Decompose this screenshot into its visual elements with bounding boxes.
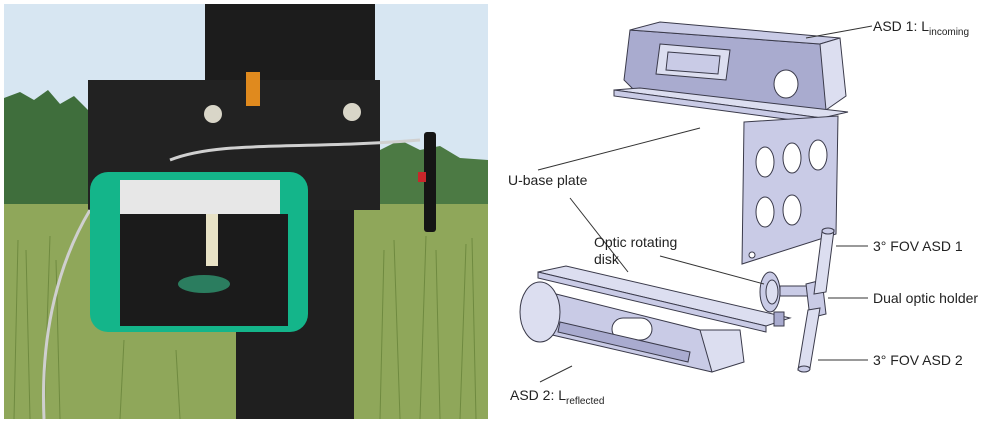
leader-optic-disk xyxy=(659,255,765,285)
asd1-housing xyxy=(623,21,847,111)
photo-case-top-panel xyxy=(120,180,280,214)
label-optic-disk-2: disk xyxy=(594,251,620,267)
photo-case-pouch xyxy=(120,214,288,326)
label-asd2: ASD 2: Lreflected xyxy=(510,387,604,407)
leader-asd2 xyxy=(539,365,573,383)
leader-ubase-top xyxy=(537,127,701,171)
asd2-housing xyxy=(519,281,745,373)
photo-case-strap xyxy=(206,214,218,266)
fov-tube-asd1 xyxy=(813,227,835,295)
leader-asd1 xyxy=(805,25,873,39)
field-photo xyxy=(4,4,488,420)
photo-upper-frame xyxy=(205,4,375,84)
photo-case-logo xyxy=(178,275,230,293)
fov-tube-asd2 xyxy=(797,307,821,373)
label-fov1: 3° FOV ASD 1 xyxy=(873,238,963,254)
photo-cable-2 xyxy=(42,209,92,420)
u-base-bottom-flange xyxy=(537,265,792,333)
label-dual: Dual optic holder xyxy=(873,290,978,306)
photo-orange-clamp xyxy=(246,72,260,106)
label-asd1: ASD 1: Lincoming xyxy=(873,18,969,38)
photo-cable xyxy=(169,138,421,162)
photo-pulley-left xyxy=(204,105,222,123)
photo-sensor-tag xyxy=(418,172,426,182)
photo-pulley-right xyxy=(343,103,361,121)
optic-rotating-disk xyxy=(759,271,809,327)
photo-sensor-tube xyxy=(424,132,436,232)
label-optic-disk-1: Optic rotating xyxy=(594,234,677,250)
cad-drawing: ASD 1: Lincoming U-base plate Optic rota… xyxy=(508,18,978,407)
leader-ubase-bottom xyxy=(569,197,629,273)
photo-grass-blades xyxy=(13,235,477,420)
label-ubase: U-base plate xyxy=(508,172,588,188)
label-fov2: 3° FOV ASD 2 xyxy=(873,352,963,368)
